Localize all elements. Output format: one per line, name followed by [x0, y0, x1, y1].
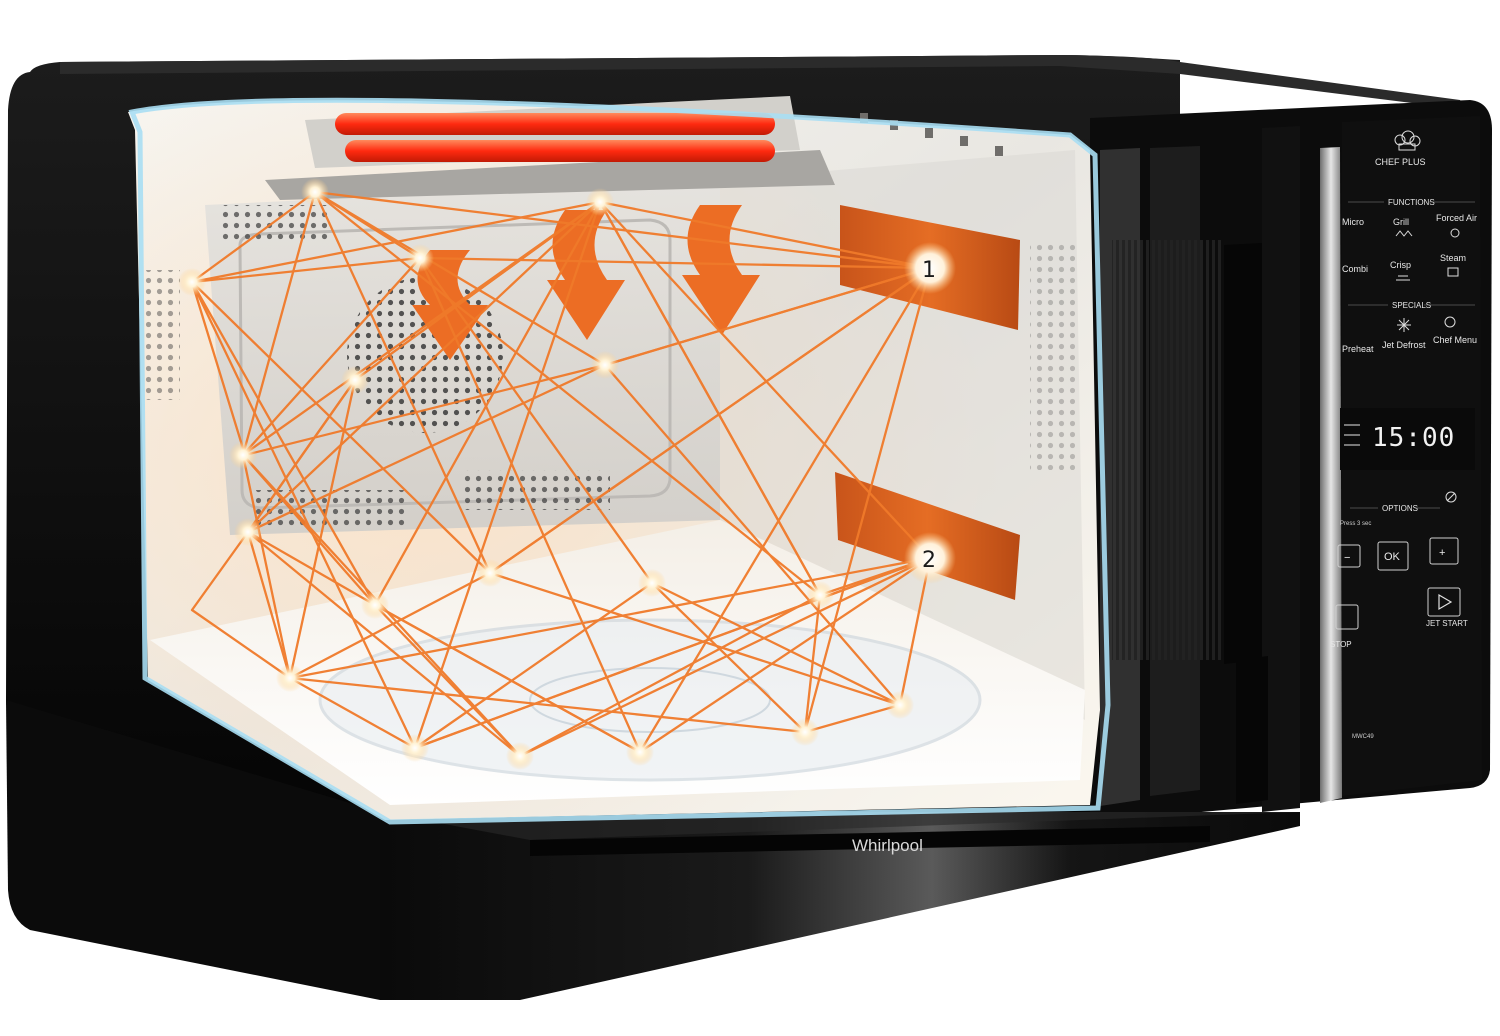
plus-button[interactable]: +	[1429, 537, 1459, 565]
panel-trim	[1320, 147, 1342, 803]
door-vent-grille	[1112, 240, 1222, 660]
microwave-beams	[190, 190, 932, 758]
function-steam[interactable]: Steam	[1440, 253, 1466, 263]
chef-hat-icon	[1394, 130, 1421, 151]
grill-heater-element	[335, 113, 775, 162]
airflow-arrows	[412, 205, 760, 360]
ok-label: OK	[1384, 551, 1401, 563]
play-icon	[1438, 593, 1453, 611]
plus-label: +	[1439, 547, 1445, 559]
callout-1: 1	[904, 242, 956, 294]
function-forced-air[interactable]: Forced Air	[1436, 213, 1477, 223]
fan-icon	[1450, 228, 1460, 238]
display-time: 15:00	[1372, 423, 1455, 453]
chef-plus-logo: CHEF PLUS	[1375, 157, 1426, 167]
model-label: MWC49	[1352, 734, 1374, 740]
grill-icon	[1395, 230, 1413, 237]
function-combi[interactable]: Combi	[1342, 264, 1368, 274]
function-crisp[interactable]: Crisp	[1390, 260, 1411, 270]
control-panel: CHEF PLUS FUNCTIONS Micro Grill Forced A…	[1330, 116, 1482, 796]
function-micro[interactable]: Micro	[1342, 217, 1364, 227]
minus-label: −	[1344, 552, 1350, 564]
special-jet-defrost[interactable]: Jet Defrost	[1382, 340, 1426, 350]
no-sign-icon	[1445, 491, 1457, 503]
reflection-points	[178, 178, 914, 770]
special-preheat[interactable]: Preheat	[1342, 344, 1374, 354]
options-header: OPTIONS	[1382, 504, 1418, 513]
steam-icon	[1447, 267, 1459, 277]
door-handle[interactable]	[1262, 126, 1300, 812]
minus-button[interactable]: −	[1337, 544, 1361, 568]
functions-header: FUNCTIONS	[1388, 198, 1435, 207]
callout-1-number: 1	[922, 258, 936, 283]
start-button[interactable]: JET START	[1426, 587, 1468, 628]
base-front	[380, 812, 1300, 1000]
stop-button[interactable]: STOP	[1330, 604, 1359, 649]
glass-door-edge	[128, 97, 1111, 825]
function-grill[interactable]: Grill	[1393, 217, 1409, 227]
start-label: JET START	[1426, 619, 1468, 628]
stop-label: STOP	[1330, 640, 1352, 649]
brand-logo: Whirlpool	[852, 836, 923, 855]
callout-2: 2	[904, 532, 956, 584]
specials-header: SPECIALS	[1392, 301, 1431, 310]
hold-hint: Press 3 sec	[1340, 521, 1371, 527]
special-chef-menu[interactable]: Chef Menu	[1433, 335, 1477, 345]
callout-2-number: 2	[922, 548, 936, 573]
chef-menu-icon	[1444, 316, 1456, 328]
defrost-icon	[1397, 318, 1411, 332]
lcd-display: 15:00	[1340, 408, 1475, 470]
crisp-icon	[1396, 275, 1410, 281]
ok-button[interactable]: OK	[1377, 541, 1409, 571]
